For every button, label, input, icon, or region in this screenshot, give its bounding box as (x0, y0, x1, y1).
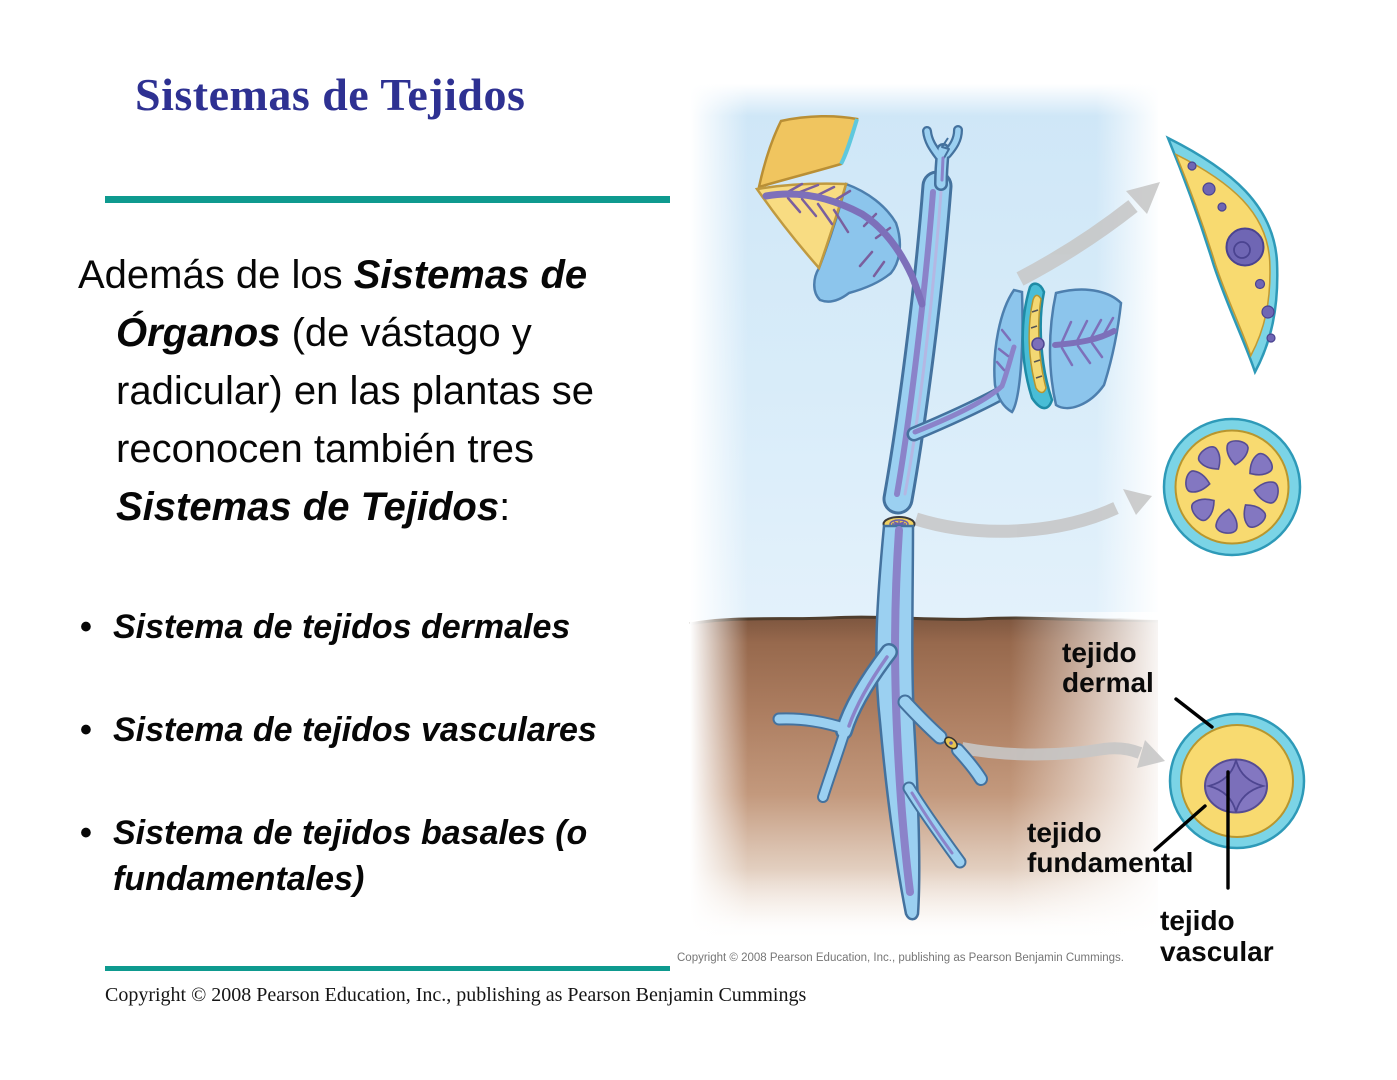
callout-arrows (914, 182, 1165, 768)
right-leaf (906, 282, 1123, 442)
tejido-vascular-label: tejido (1160, 905, 1235, 936)
cell-organelles (1187, 161, 1276, 343)
footer-divider (105, 966, 670, 971)
intro-paragraph: Además de los Sistemas de Órganos (de vás… (78, 246, 776, 536)
xylem-star (1205, 759, 1267, 813)
leaf-to-cell-arrow (1016, 182, 1160, 286)
bullet-list: • Sistema de tejidos dermales • Sistema … (80, 604, 725, 902)
tejido-vascular-label: vascular (1160, 936, 1274, 967)
dermal-pointer-line (1174, 697, 1214, 729)
plant-illustration (754, 114, 1123, 921)
paragraph-text: (de vástago y (280, 311, 532, 355)
left-edge-fade (690, 84, 748, 940)
paragraph-text: : (499, 485, 511, 529)
page-title: Sistemas de Tejidos (135, 69, 526, 120)
leaf-midvein (762, 190, 926, 308)
bullet-marker: • (80, 608, 92, 646)
cell-nucleus (1225, 227, 1265, 267)
sky-top-fade (690, 84, 1158, 116)
right-leaf-veins (995, 316, 1115, 372)
leaf-cut-flap (757, 114, 859, 189)
root-to-section-arrow (960, 740, 1165, 768)
right-leaf-midvein (1052, 328, 1117, 348)
paragraph-emphasis: Sistemas de Tejidos (116, 485, 500, 529)
label-lines (1153, 697, 1230, 890)
paragraph-text: radicular) en las plantas se (116, 369, 595, 413)
tejido-fundamental-label: tejido (1027, 817, 1102, 848)
bullet-item-basal: • Sistema de tejidos basales (o fundamen… (80, 810, 725, 902)
paragraph-text: reconocen también tres (116, 427, 535, 471)
right-leaf-right-half (1048, 288, 1123, 410)
apical-bud (922, 125, 963, 191)
tejido-fundamental-label: fundamental (1027, 847, 1193, 878)
fundamental-pointer-line (1153, 804, 1207, 852)
dermal-cell-inset (1166, 136, 1279, 374)
bullet-item-vascular: • Sistema de tejidos vasculares (80, 707, 725, 753)
left-leaf (754, 114, 926, 308)
tejido-dermal-label: tejido (1062, 637, 1137, 668)
figure-copyright: Copyright © 2008 Pearson Education, Inc.… (677, 952, 1124, 964)
bullet-marker: • (80, 711, 92, 749)
root-system (772, 524, 988, 921)
slide-copyright: Copyright © 2008 Pearson Education, Inc.… (105, 984, 807, 1006)
root-section-inset (1168, 712, 1306, 850)
paragraph-emphasis: Órganos (116, 311, 281, 355)
tissue-labels: tejido dermal tejido fundamental tejido … (1027, 637, 1274, 967)
bullet-marker: • (80, 814, 92, 852)
leaf-flap-edge (839, 118, 859, 165)
stem-to-section-arrow (914, 489, 1152, 538)
stem (882, 170, 953, 515)
leaf-interior-wedge (754, 182, 848, 271)
soil-right-fade (1010, 612, 1160, 942)
bullet-item-dermal: • Sistema de tejidos dermales (80, 604, 725, 650)
stem-section-inset (1162, 417, 1302, 557)
bullet-text: Sistema de tejidos vasculares (113, 711, 597, 749)
bullet-text: Sistema de tejidos dermales (113, 608, 571, 646)
bullet-text: Sistema de tejidos basales (o fundamenta… (113, 814, 588, 898)
title-divider (105, 196, 670, 203)
leaf-cross-section (1021, 282, 1054, 410)
tejido-dermal-label: dermal (1062, 667, 1154, 698)
paragraph-emphasis: Sistemas de (353, 253, 588, 297)
paragraph-text: Además de los (78, 253, 354, 297)
